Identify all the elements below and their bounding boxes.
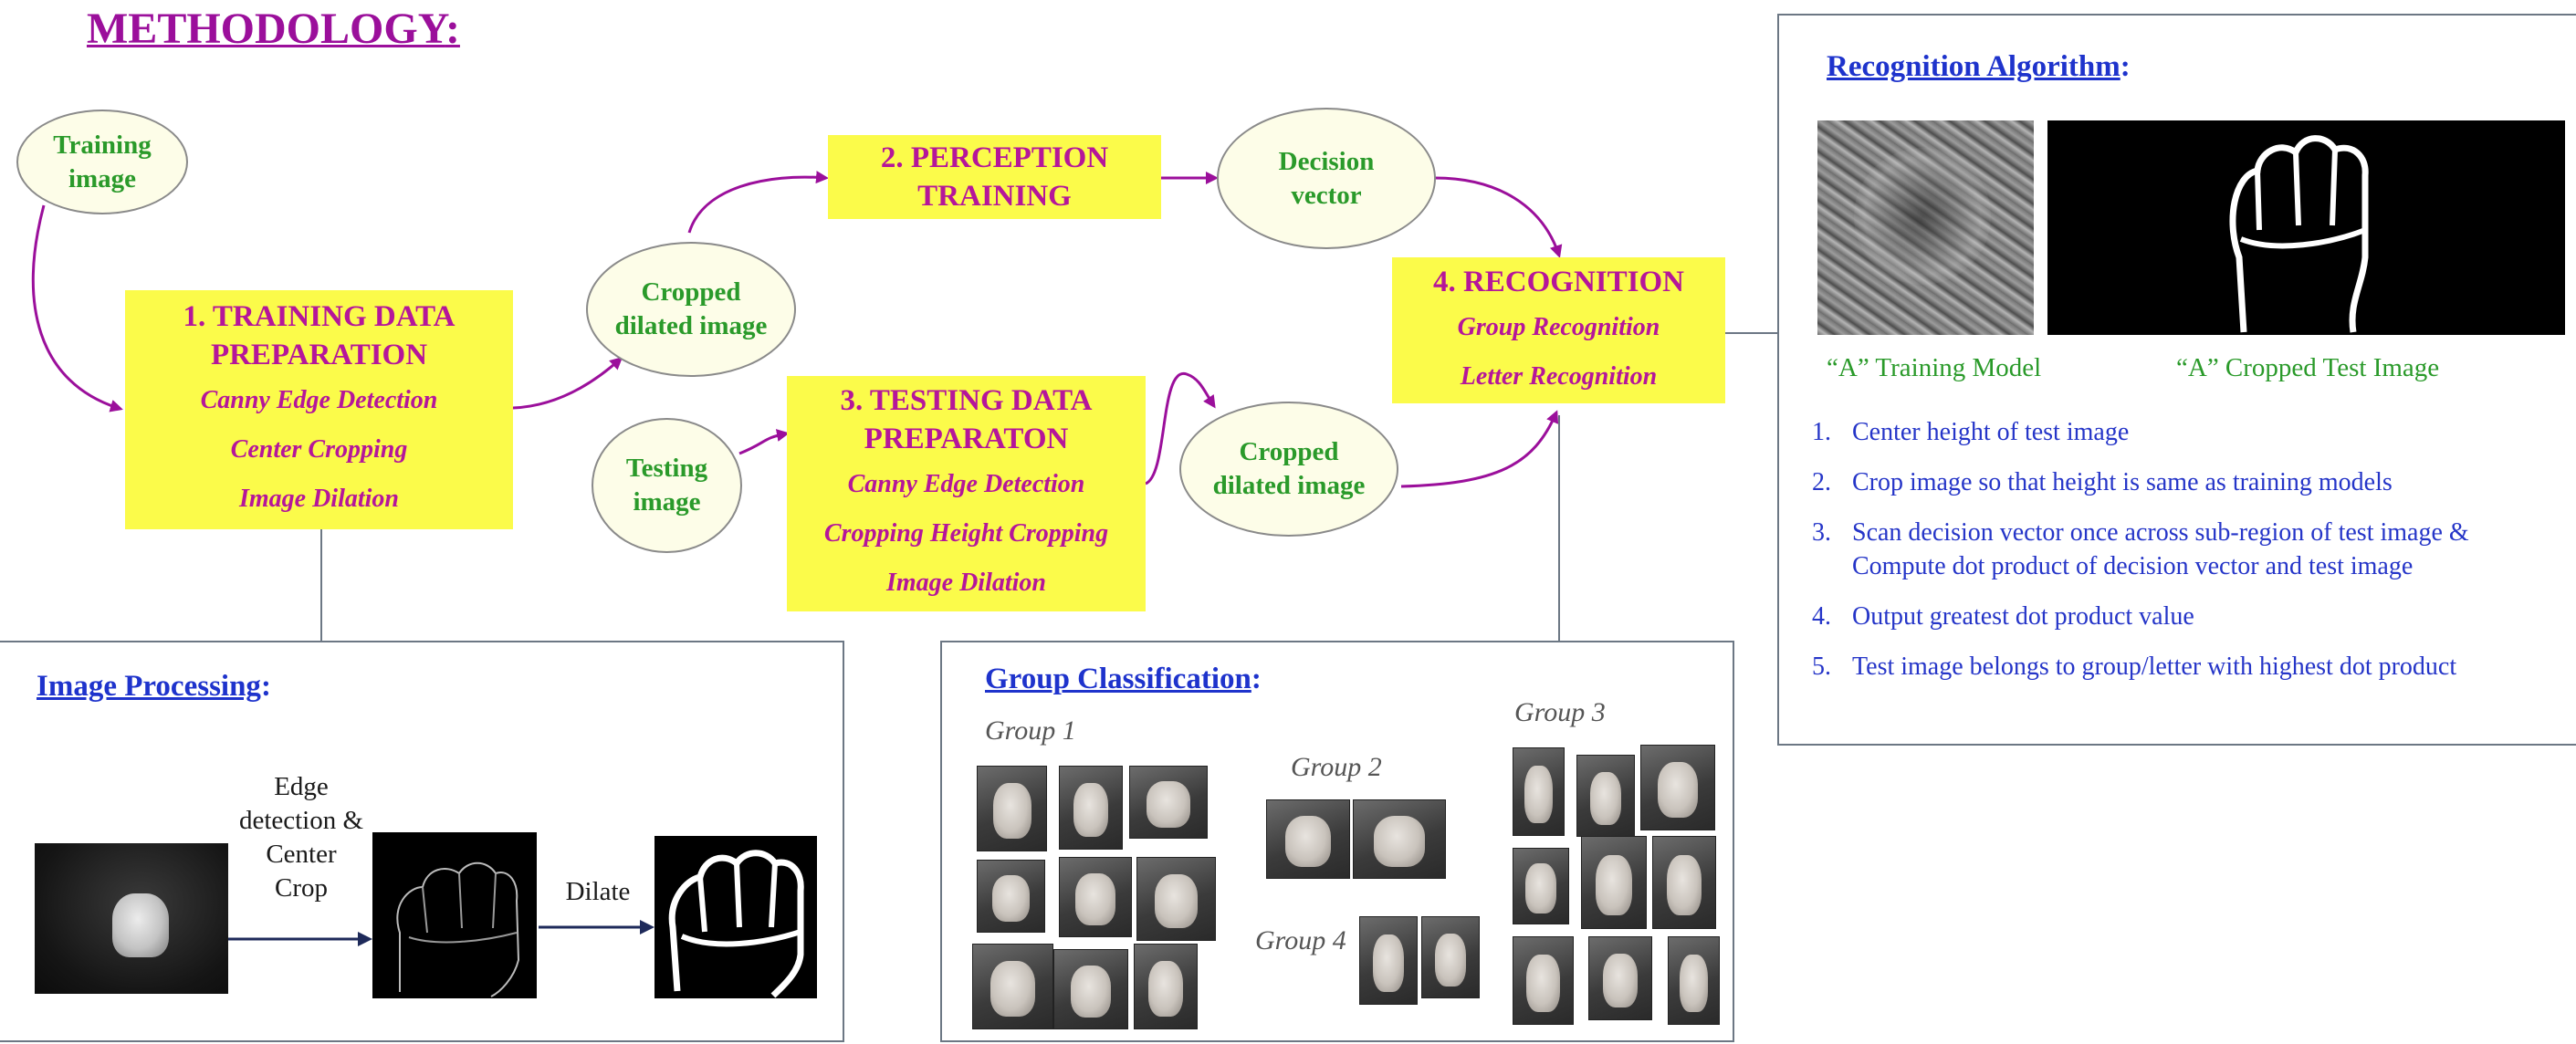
- cropped-test-image: [2047, 120, 2565, 335]
- arrow-decision-to-recognition: [1434, 176, 1563, 258]
- caption-training-model: “A” Training Model: [1827, 353, 2042, 382]
- box-step: Image Dilation: [238, 485, 399, 513]
- box-recognition: 4. RECOGNITION Group Recognition Letter …: [1392, 257, 1725, 403]
- group-4-thumbnail: [1359, 916, 1418, 1005]
- group-4-label: Group 4: [1255, 925, 1346, 955]
- algorithm-step: 5.Test image belongs to group/letter wit…: [1812, 652, 2457, 681]
- group-1-thumbnail: [977, 766, 1047, 851]
- arrow-cropped-to-perception: [687, 171, 829, 234]
- model-texture-overlay: [1854, 148, 1991, 285]
- group-2-thumbnail: [1353, 799, 1446, 879]
- group-2-thumbnail: [1266, 799, 1350, 879]
- box-perception-training: 2. PERCEPTION TRAINING: [828, 135, 1161, 219]
- group-3-thumbnail: [1668, 936, 1720, 1025]
- box-title-line: PREPARATION: [210, 339, 428, 371]
- page-title: METHODOLOGY:: [87, 5, 460, 53]
- algorithm-step: 4.Output greatest dot product value: [1812, 602, 2194, 631]
- box-title-line: PREPARATON: [864, 423, 1069, 455]
- group-3-thumbnail: [1581, 836, 1647, 929]
- box-title-line: 1. TRAINING DATA: [183, 300, 456, 333]
- group-1-thumbnail: [1134, 944, 1198, 1029]
- group-1-thumbnail: [1129, 766, 1208, 839]
- panel-image-processing: Image Processing: Edge detection & Cente…: [0, 641, 844, 1042]
- arrow-testing-image-to-prep: [738, 429, 790, 455]
- group-3-thumbnail: [1652, 836, 1716, 929]
- panel-title: Recognition Algorithm:: [1827, 50, 2131, 83]
- box-testing-data-preparation: 3. TESTING DATA PREPARATON Canny Edge De…: [787, 376, 1146, 611]
- group-3-thumbnail: [1513, 848, 1569, 924]
- edge-hand-outline: [396, 861, 520, 997]
- arrow-training-image-to-prep: [31, 204, 123, 412]
- dilated-hand-outline: [668, 850, 804, 998]
- box-step: Cropping Height Cropping: [823, 519, 1109, 548]
- group-3-label: Group 3: [1514, 697, 1606, 727]
- dilate-label: Dilate: [565, 877, 631, 906]
- algorithm-step: 3.Scan decision vector once across sub-r…: [1812, 518, 2469, 580]
- fist-shape: [112, 893, 169, 957]
- panel-title: Image Processing:: [37, 670, 271, 703]
- group-4-thumbnail: [1421, 916, 1480, 998]
- box-step: Canny Edge Detection: [847, 470, 1085, 498]
- test-hand-outline: [2229, 135, 2369, 333]
- panel-title: Group Classification:: [985, 663, 1262, 695]
- group-3-thumbnail: [1576, 755, 1635, 837]
- group-1-thumbnail: [972, 944, 1053, 1029]
- group-1-thumbnail: [1059, 857, 1132, 937]
- training-model-image: [1817, 120, 2034, 335]
- box-title-line: TRAINING: [917, 180, 1072, 213]
- group-1-thumbnail: [977, 860, 1045, 933]
- box-step: Image Dilation: [885, 569, 1046, 597]
- group-1-label: Group 1: [985, 715, 1076, 746]
- edge-detection-label: Edge detection & Center Crop: [238, 772, 364, 903]
- box-title-line: 3. TESTING DATA: [840, 384, 1093, 417]
- box-step: Center Cropping: [230, 435, 408, 464]
- group-3-thumbnail: [1588, 936, 1652, 1020]
- box-title-line: 4. RECOGNITION: [1432, 266, 1685, 298]
- edge-image: [372, 832, 537, 998]
- panel-recognition-algorithm: Recognition Algorithm: “A” Training Mode…: [1777, 14, 2576, 746]
- raw-hand-image: [35, 843, 228, 994]
- group-3-thumbnail: [1513, 936, 1574, 1025]
- group-3-thumbnail: [1513, 747, 1565, 836]
- group-1-thumbnail: [1136, 857, 1216, 941]
- algorithm-steps: 1.Center height of test image 2.Crop ima…: [1812, 415, 2524, 700]
- panel-group-classification: Group Classification: Group 1 Group 2 Gr…: [940, 641, 1734, 1042]
- group-1-thumbnail: [1053, 949, 1128, 1029]
- group-3-thumbnail: [1640, 745, 1715, 830]
- arrow-cropped-to-recognition: [1400, 410, 1559, 488]
- dilated-image: [654, 836, 817, 998]
- image-processing-arrows: [228, 920, 654, 946]
- box-step: Letter Recognition: [1460, 362, 1658, 391]
- box-step: Canny Edge Detection: [200, 386, 438, 414]
- algorithm-step: 2.Crop image so that height is same as t…: [1812, 468, 2393, 496]
- box-title-line: 2. PERCEPTION: [880, 141, 1109, 174]
- box-training-data-preparation: 1. TRAINING DATA PREPARATION Canny Edge …: [125, 290, 513, 529]
- box-step: Group Recognition: [1457, 313, 1660, 341]
- group-1-thumbnail: [1059, 766, 1123, 850]
- algorithm-step: 1.Center height of test image: [1812, 418, 2130, 446]
- arrow-test-prep-to-cropped: [1145, 372, 1216, 485]
- arrow-prep-to-cropped: [512, 356, 623, 410]
- group-2-label: Group 2: [1291, 752, 1382, 782]
- caption-cropped-test-image: “A” Cropped Test Image: [2176, 353, 2440, 382]
